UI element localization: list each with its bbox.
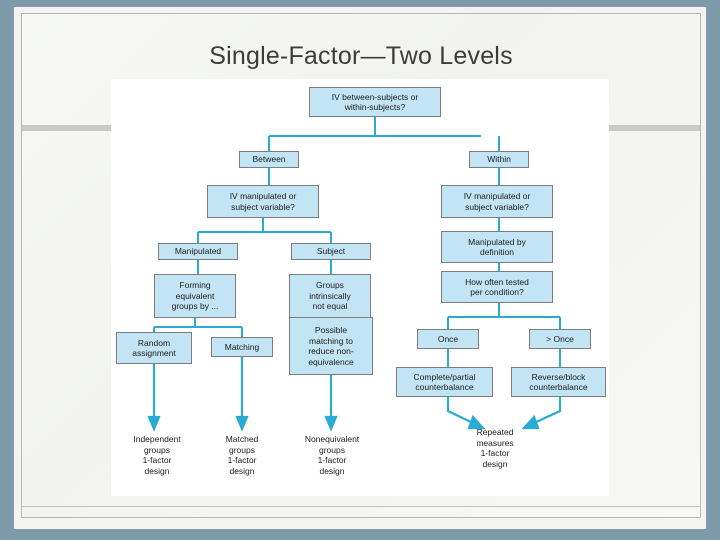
flow-box-complete-partial-counterbalance[interactable]: Complete/partial counterbalance <box>396 367 493 397</box>
flow-terminal-nonequivalent-groups: Nonequivalent groups 1-factor design <box>304 434 360 476</box>
flowchart-connectors <box>147 117 562 432</box>
flow-box-within[interactable]: Within <box>469 151 529 168</box>
flow-box-subject[interactable]: Subject <box>291 243 371 260</box>
flow-box-between[interactable]: Between <box>239 151 299 168</box>
flow-box-random-assignment[interactable]: Random assignment <box>116 332 192 364</box>
flow-box-reverse-block-counterbalance[interactable]: Reverse/block counterbalance <box>511 367 606 397</box>
flow-box-matching[interactable]: Matching <box>211 337 273 357</box>
flow-box-groups-intrinsically-not-equal[interactable]: Groups intrinsically not equal <box>289 274 371 318</box>
flowchart-figure: IV between-subjects or within-subjects? … <box>111 79 609 496</box>
flow-terminal-independent-groups: Independent groups 1-factor design <box>133 434 181 476</box>
flow-box-iv-question-within[interactable]: IV manipulated or subject variable? <box>441 185 553 218</box>
flow-box-greater-than-once[interactable]: > Once <box>529 329 591 349</box>
slide-inner-frame: Single-Factor—Two Levels <box>21 13 701 518</box>
flow-box-forming-equivalent-groups[interactable]: Forming equivalent groups by ... <box>154 274 236 318</box>
slide-body: Single-Factor—Two Levels <box>22 14 700 517</box>
flow-terminal-matched-groups: Matched groups 1-factor design <box>225 434 259 476</box>
flow-box-manipulated[interactable]: Manipulated <box>158 243 238 260</box>
flow-box-how-often-tested[interactable]: How often tested per condition? <box>441 271 553 303</box>
flow-terminal-repeated-measures: Repeated measures 1-factor design <box>476 427 514 469</box>
flow-box-possible-matching[interactable]: Possible matching to reduce non- equival… <box>289 317 373 375</box>
page-title: Single-Factor—Two Levels <box>209 42 513 70</box>
flow-box-manipulated-by-definition[interactable]: Manipulated by definition <box>441 231 553 263</box>
flow-box-iv-question-between[interactable]: IV manipulated or subject variable? <box>207 185 319 218</box>
flow-box-root[interactable]: IV between-subjects or within-subjects? <box>309 87 441 117</box>
flow-box-once[interactable]: Once <box>417 329 479 349</box>
footer-rule <box>22 506 700 507</box>
